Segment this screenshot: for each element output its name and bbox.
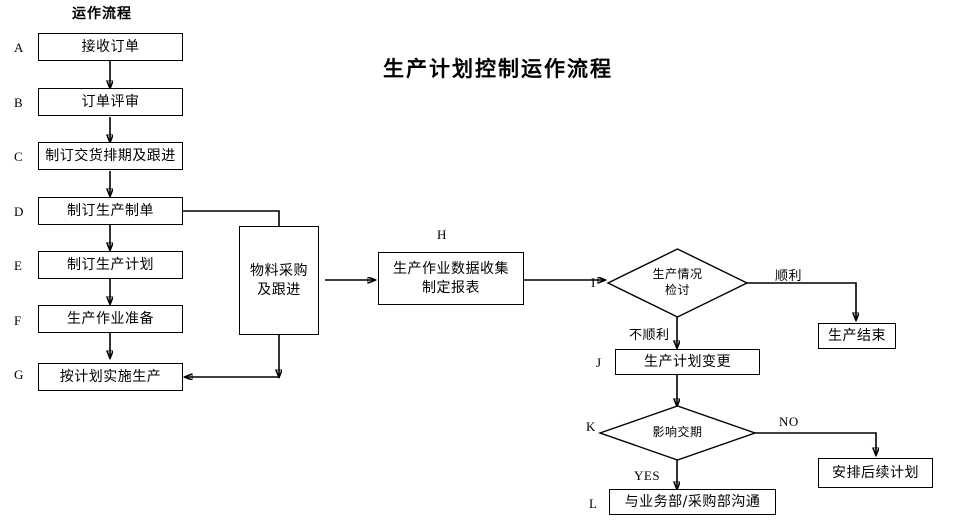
edge-label-yes: YES bbox=[634, 468, 661, 483]
step-box-f[interactable]: 生产作业准备 bbox=[38, 305, 183, 333]
step-letter-k: K bbox=[586, 419, 596, 434]
decision-production-status[interactable]: 生产情况 检讨 bbox=[606, 248, 749, 318]
edge-label-no: NO bbox=[779, 414, 799, 429]
step-box-a[interactable]: 接收订单 bbox=[38, 33, 183, 61]
step-letter-f: F bbox=[14, 313, 22, 328]
page-title: 生产计划控制运作流程 bbox=[383, 57, 613, 81]
step-box-b[interactable]: 订单评审 bbox=[38, 88, 183, 116]
followup-plan-box[interactable]: 安排后续计划 bbox=[818, 458, 933, 488]
step-letter-b: B bbox=[14, 95, 23, 110]
step-letter-g: G bbox=[14, 367, 24, 382]
data-collection-box[interactable]: 生产作业数据收集 制定报表 bbox=[378, 252, 524, 305]
step-letter-a: A bbox=[14, 40, 24, 55]
step-letter-h: H bbox=[437, 227, 447, 242]
step-box-c[interactable]: 制订交货排期及跟进 bbox=[38, 142, 183, 170]
step-box-e[interactable]: 制订生产计划 bbox=[38, 251, 183, 279]
step-letter-i: I bbox=[591, 275, 596, 290]
material-purchase-box[interactable]: 物料采购 及跟进 bbox=[239, 226, 319, 335]
step-letter-d: D bbox=[14, 204, 24, 219]
step-letter-c: C bbox=[14, 149, 23, 164]
edge-label-smooth: 顺利 bbox=[775, 269, 803, 284]
step-letter-e: E bbox=[14, 258, 22, 273]
decision-delivery-impact[interactable]: 影响交期 bbox=[597, 405, 758, 461]
step-letter-j: J bbox=[596, 355, 602, 370]
step-box-d[interactable]: 制订生产制单 bbox=[38, 197, 183, 225]
step-box-g[interactable]: 按计划实施生产 bbox=[38, 363, 183, 391]
communicate-box[interactable]: 与业务部/采购部沟通 bbox=[609, 489, 776, 515]
step-letter-l: L bbox=[589, 496, 597, 511]
plan-change-box[interactable]: 生产计划变更 bbox=[615, 349, 760, 375]
section-header: 运作流程 bbox=[72, 6, 132, 22]
production-end-box[interactable]: 生产结束 bbox=[818, 323, 896, 349]
edge-label-not-smooth: 不顺利 bbox=[629, 328, 670, 343]
